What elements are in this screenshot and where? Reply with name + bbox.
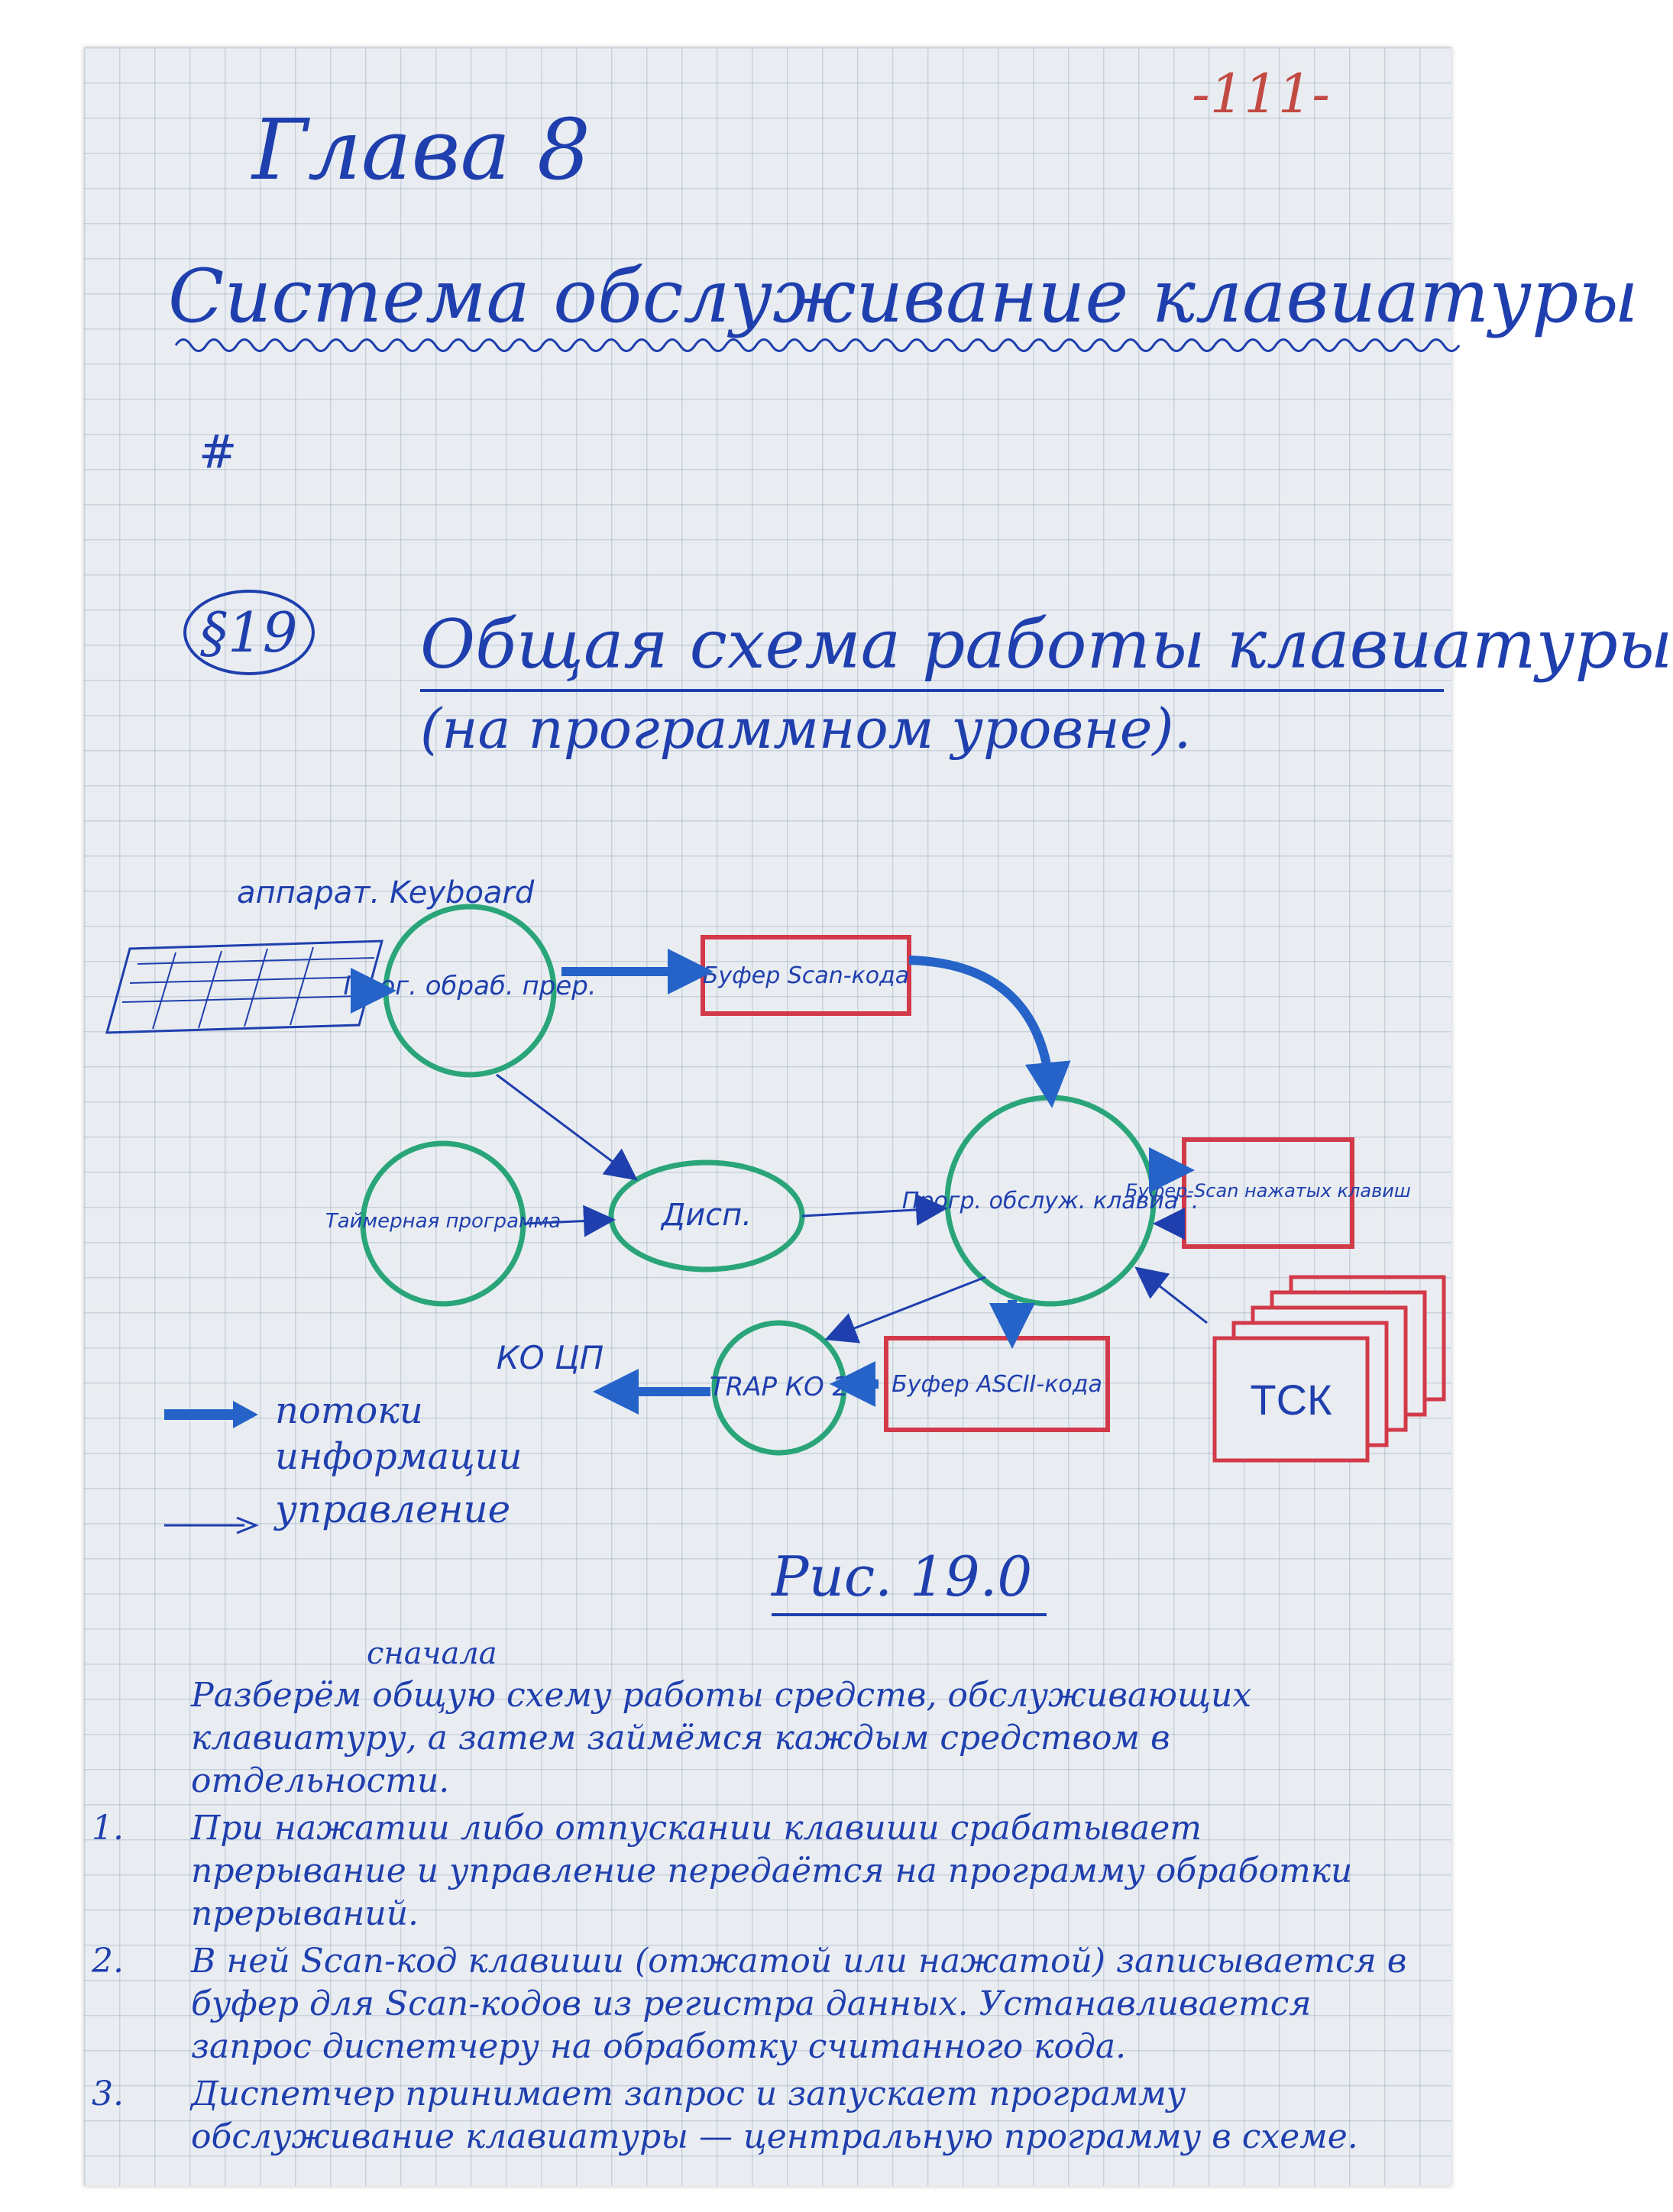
page-number: -111- xyxy=(1192,63,1330,125)
node-dispatcher: Дисп. xyxy=(608,1159,805,1273)
paragraph: 3. Диспетчер принимает запрос и запускае… xyxy=(92,2075,1358,2156)
svg-text:Буфер-Scan нажатых клавиш: Буфер-Scan нажатых клавиш xyxy=(1125,1180,1411,1201)
keyboard-label: аппарат. Keyboard xyxy=(237,875,535,910)
keyboard-icon xyxy=(105,939,383,1034)
legend-thick-arrow-icon xyxy=(164,1401,258,1428)
legend-control: управление xyxy=(275,1487,511,1531)
node-pressed-buffer: Буфер-Scan нажатых клавиш xyxy=(1125,1137,1411,1249)
info-flow-arrows xyxy=(351,949,1195,1415)
svg-text:Дисп.: Дисп. xyxy=(660,1198,752,1233)
node-trap: TRAP КО 2 xyxy=(710,1320,849,1456)
body-text: сначала Разберём общую схему работы сред… xyxy=(92,1636,1421,2163)
svg-text:Буфер ASCII-кода: Буфер ASCII-кода xyxy=(892,1371,1102,1398)
svg-text:Таймерная программа: Таймерная программа xyxy=(325,1210,561,1233)
figure-caption: Рис. 19.0 xyxy=(772,1544,1033,1609)
section-title: Общая схема работы клавиатуры xyxy=(420,605,1673,684)
insert-above-note: сначала xyxy=(367,1636,497,1671)
figure-caption-underline xyxy=(772,1613,1047,1616)
chapter-title: Система обслуживание клавиатуры xyxy=(168,254,1639,339)
wavy-underline xyxy=(174,338,1461,352)
svg-text:Буфер Scan-кода: Буфер Scan-кода xyxy=(703,962,909,989)
paragraph: Разберём общую схему работы средств, обс… xyxy=(191,1676,1252,1800)
legend-thin-arrow-icon xyxy=(164,1516,260,1534)
section-number: §19 xyxy=(183,590,315,675)
section-subtitle: (на программном уровне). xyxy=(420,697,1192,761)
node-ko-cpu: КО ЦП xyxy=(497,1339,604,1376)
node-ascii-buffer: Буфер ASCII-кода xyxy=(884,1336,1110,1432)
svg-text:ТСК: ТСК xyxy=(1250,1376,1332,1424)
svg-text:TRAP КО 2: TRAP КО 2 xyxy=(710,1372,849,1402)
svg-text:Прог. обраб. прер.: Прог. обраб. прер. xyxy=(343,971,596,1001)
control-arrows xyxy=(496,1073,1208,1344)
section-underline xyxy=(420,689,1444,692)
node-interrupt-handler: Прог. обраб. прер. xyxy=(343,904,597,1078)
notebook-page: -111- Глава 8 Система обслуживание клави… xyxy=(84,47,1673,2186)
node-tsk: ТСК xyxy=(1212,1275,1446,1463)
node-scan-buffer: Буфер Scan-кода xyxy=(701,935,911,1016)
hash-mark: # xyxy=(199,425,238,479)
keyboard-flow-diagram: аппарат. Keyboard Прог. обраб. прер. Тай… xyxy=(105,875,1446,1463)
chapter-heading: Глава 8 xyxy=(252,101,591,199)
paragraph: 1. При нажатии либо отпускании клавиши с… xyxy=(92,1809,1353,1933)
legend-info-flow: потоки информации xyxy=(275,1389,523,1478)
paragraph: 2. В ней Scan-код клавиши (отжатой или н… xyxy=(92,1942,1407,2066)
